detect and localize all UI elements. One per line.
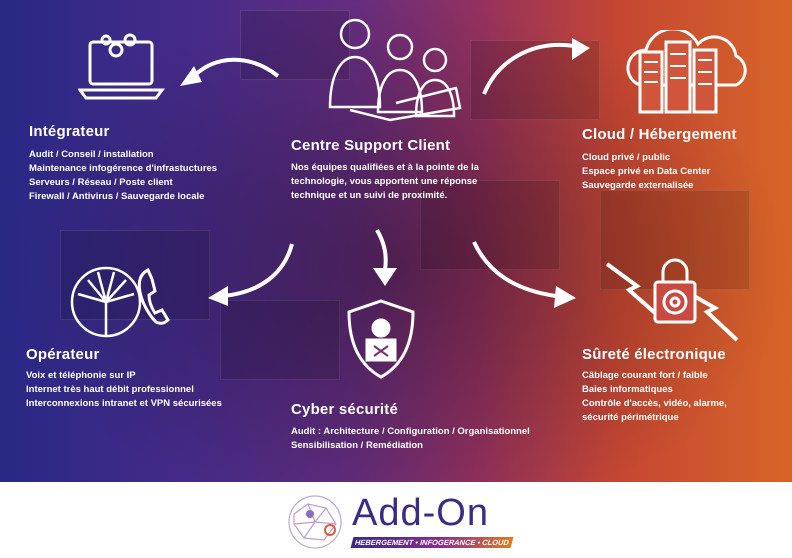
arrow-support-to-surete <box>472 241 576 308</box>
cyber-line: Sensibilisation / Remédiation <box>291 440 423 451</box>
cyber-line: Audit : Architecture / Configuration / O… <box>291 426 530 437</box>
integrateur-section: Intégrateur Audit / Conseil / installati… <box>29 123 217 204</box>
cyber-title: Cyber sécurité <box>291 401 399 418</box>
shield-hacker-icon <box>347 299 415 379</box>
surete-line: Câblage courant fort / faible <box>582 370 708 381</box>
cyber-section: Cyber sécurité Audit : Architecture / Co… <box>291 401 530 453</box>
cloud-section: Cloud / Hébergement Cloud privé / public… <box>582 126 737 193</box>
integrateur-line: Audit / Conseil / installation <box>29 149 154 160</box>
surete-line: Contrôle d'accès, vidéo, alarme, <box>582 398 727 409</box>
operateur-line: Voix et téléphonie sur IP <box>26 370 136 381</box>
support-line: Nos équipes qualifiées et à la pointe de… <box>291 162 479 173</box>
background-screen <box>240 10 350 80</box>
integrateur-line: Firewall / Antivirus / Sauvegarde locale <box>29 191 205 202</box>
fiber-phone-icon <box>70 266 170 338</box>
arrow-support-to-cloud <box>482 38 590 95</box>
arrow-support-to-cyber <box>373 229 397 286</box>
support-line: technique et un suivi de proximité. <box>291 190 448 201</box>
operateur-line: Internet très haut débit professionnel <box>26 384 194 395</box>
laptop-gears-icon <box>78 33 165 100</box>
logo-name: Add-On <box>352 492 489 534</box>
integrateur-title: Intégrateur <box>29 123 110 140</box>
surete-section: Sûreté électronique Câblage courant fort… <box>582 346 727 425</box>
background-screen <box>600 190 750 290</box>
logo-tagline: HEBERGEMENT • INFOGERANCE • CLOUD <box>350 537 514 548</box>
support-title: Centre Support Client <box>291 137 451 154</box>
support-section: Centre Support Client Nos équipes qualif… <box>291 137 479 203</box>
integrateur-line: Serveurs / Réseau / Poste client <box>29 177 173 188</box>
background-screen <box>420 180 560 270</box>
operateur-section: Opérateur Voix et téléphonie sur IP Inte… <box>26 346 222 411</box>
globe-network-icon <box>288 495 342 549</box>
surete-title: Sûreté électronique <box>582 346 726 363</box>
surete-line: Baies informatiques <box>582 384 673 395</box>
operateur-line: Interconnexions intranet et VPN sécurisé… <box>26 398 222 409</box>
arrow-support-to-operateur <box>208 243 294 306</box>
lock-lightning-icon <box>605 258 739 342</box>
operateur-title: Opérateur <box>26 346 100 363</box>
add-on-logo: Add-On HEBERGEMENT • INFOGERANCE • CLOUD <box>282 490 522 552</box>
background-screen <box>220 300 340 380</box>
surete-line: sécurité périmétrique <box>582 412 679 423</box>
support-team-icon <box>328 18 462 122</box>
cloud-line: Espace privé en Data Center <box>582 166 711 177</box>
cloud-line: Cloud privé / public <box>582 152 671 163</box>
cloud-title: Cloud / Hébergement <box>582 126 737 143</box>
cloud-servers-icon <box>626 30 747 114</box>
integrateur-line: Maintenance infogérence d'infrastuctures <box>29 163 218 174</box>
cloud-line: Sauvegarde externalisée <box>582 180 694 191</box>
hero-infographic: Intégrateur Audit / Conseil / installati… <box>0 0 792 482</box>
arrow-support-to-integrateur <box>180 57 280 86</box>
support-line: technologie, vous apportent une réponse <box>291 176 478 187</box>
